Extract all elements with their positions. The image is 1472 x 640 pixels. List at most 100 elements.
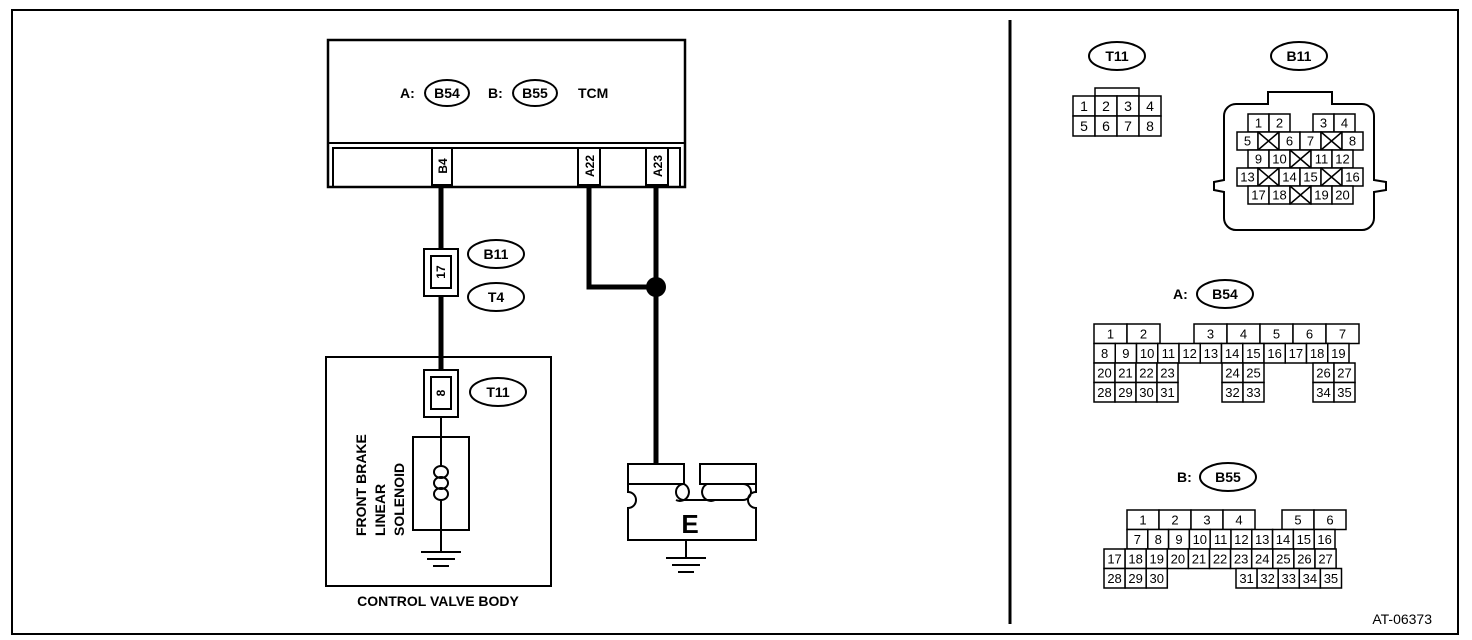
b54-pin-label: 12 — [1182, 346, 1196, 361]
terminal-a22-label: A22 — [583, 155, 597, 177]
figure-id: AT-06373 — [1372, 611, 1432, 627]
pin-cell — [1138, 115, 1162, 137]
b55-pin-label: 15 — [1297, 532, 1311, 547]
b55-pin-label: 26 — [1297, 551, 1311, 566]
b55-pin-label: 35 — [1324, 571, 1338, 586]
b54-pin-label: 7 — [1339, 326, 1346, 341]
b55-pin-label: 11 — [1214, 532, 1228, 547]
b54-pin-label: 32 — [1225, 385, 1239, 400]
b11-pin-label: 13 — [1240, 170, 1254, 185]
b55-pin-label: 21 — [1192, 551, 1206, 566]
valve-conn-tag: T11 — [486, 384, 510, 400]
control-valve-body: 8 T11 FRONT BRAKE LINEAR SOLENOID — [325, 356, 552, 587]
b54-pin-label: 29 — [1118, 385, 1132, 400]
b11-pin-label: 20 — [1335, 188, 1349, 203]
b11-pin-label: 2 — [1276, 116, 1283, 131]
b55-pin-label: 33 — [1282, 571, 1296, 586]
b54-pin-label: 4 — [1240, 326, 1247, 341]
blocked-pin-mark — [1257, 167, 1280, 187]
b55-prefix: B: — [1177, 469, 1192, 485]
b54-pin-label: 17 — [1289, 346, 1303, 361]
b11-pin-label: 6 — [1286, 134, 1293, 149]
tcm-name: TCM — [578, 85, 608, 101]
coil-icon — [433, 437, 449, 530]
b54-pin-label: 30 — [1139, 385, 1153, 400]
b55-pin-label: 23 — [1234, 551, 1248, 566]
b11-pin-label: 15 — [1303, 170, 1317, 185]
b55-pin-label: 17 — [1107, 551, 1121, 566]
b11-pin-label: 19 — [1314, 188, 1328, 203]
b54-pin-label: 16 — [1267, 346, 1281, 361]
b54-pin-label: 18 — [1310, 346, 1324, 361]
b54-pin-label: 3 — [1207, 326, 1214, 341]
b11-pin-label: 16 — [1345, 170, 1359, 185]
b11-pin-label: 17 — [1251, 188, 1265, 203]
b54-pin-label: 14 — [1225, 346, 1239, 361]
b54-pin-label: 26 — [1316, 365, 1330, 380]
b11-pin-label: 18 — [1272, 188, 1286, 203]
pin-cell — [1242, 381, 1265, 403]
b55-pin-label: 34 — [1303, 571, 1317, 586]
b55-pin-label: 5 — [1294, 512, 1301, 527]
b11-pin-label: 4 — [1341, 116, 1348, 131]
b54-pin-label: 27 — [1337, 365, 1351, 380]
tcm-b-code: B55 — [522, 85, 548, 101]
b55-pin-label: 27 — [1318, 551, 1332, 566]
blocked-pin-mark — [1320, 167, 1343, 187]
t11-pin-label: 7 — [1124, 118, 1132, 134]
b54-pin-label: 10 — [1140, 346, 1154, 361]
b54-pin-label: 20 — [1097, 365, 1111, 380]
b55-pin-label: 25 — [1276, 551, 1290, 566]
b55-pin-label: 14 — [1276, 532, 1290, 547]
solenoid-label-3: SOLENOID — [391, 463, 407, 536]
b54-pin-label: 33 — [1246, 385, 1260, 400]
terminal-a23-label: A23 — [651, 155, 665, 177]
b55-pin-label: 30 — [1150, 571, 1164, 586]
b54-pin-label: 31 — [1160, 385, 1174, 400]
ground-symbol-e — [666, 557, 706, 573]
b55-pin-label: 19 — [1150, 551, 1164, 566]
b55-pin-label: 6 — [1326, 512, 1333, 527]
tcm-b-prefix: B: — [488, 85, 503, 101]
pin-cell — [1145, 567, 1169, 589]
b55-pin-label: 4 — [1235, 512, 1242, 527]
control-valve-body-label: CONTROL VALVE BODY — [357, 593, 519, 609]
t11-pin-label: 1 — [1080, 98, 1088, 114]
b54-prefix: A: — [1173, 286, 1188, 302]
inline-tag-b11: B11 — [484, 246, 509, 262]
inline-pin: 17 — [434, 265, 448, 279]
blocked-pin-mark — [1289, 185, 1312, 205]
terminal-b4-label: B4 — [436, 158, 450, 174]
b54-pin-label: 2 — [1140, 326, 1147, 341]
b55-pin-label: 29 — [1128, 571, 1142, 586]
pin-cell — [1319, 567, 1343, 589]
splice-point — [646, 277, 666, 297]
b54-pin-label: 25 — [1246, 365, 1260, 380]
b54-pin-label: 35 — [1337, 385, 1351, 400]
b11-pin-label: 3 — [1320, 116, 1327, 131]
b55-pin-label: 32 — [1260, 571, 1274, 586]
b54-pin-label: 19 — [1331, 346, 1345, 361]
pin-cell — [1156, 381, 1179, 403]
solenoid-label-2: LINEAR — [372, 484, 388, 536]
b54-title: B54 — [1212, 286, 1238, 302]
b11-pin-label: 7 — [1307, 134, 1314, 149]
b54-pin-label: 24 — [1225, 365, 1239, 380]
t11-pin-label: 3 — [1124, 98, 1132, 114]
blocked-pin-mark — [1320, 131, 1343, 151]
b55-pin-label: 9 — [1175, 532, 1182, 547]
b55-pin-label: 12 — [1234, 532, 1248, 547]
b11-pin-label: 1 — [1255, 116, 1262, 131]
b55-pin-label: 2 — [1171, 512, 1178, 527]
terminal-a22: A22 — [577, 147, 601, 186]
pin-cell — [1333, 381, 1356, 403]
b11-pin-label: 14 — [1282, 170, 1296, 185]
b11-pin-label: 11 — [1315, 152, 1329, 167]
b54-pin-label: 15 — [1246, 346, 1260, 361]
b55-pin-label: 31 — [1239, 571, 1253, 586]
b55-title: B55 — [1215, 469, 1241, 485]
